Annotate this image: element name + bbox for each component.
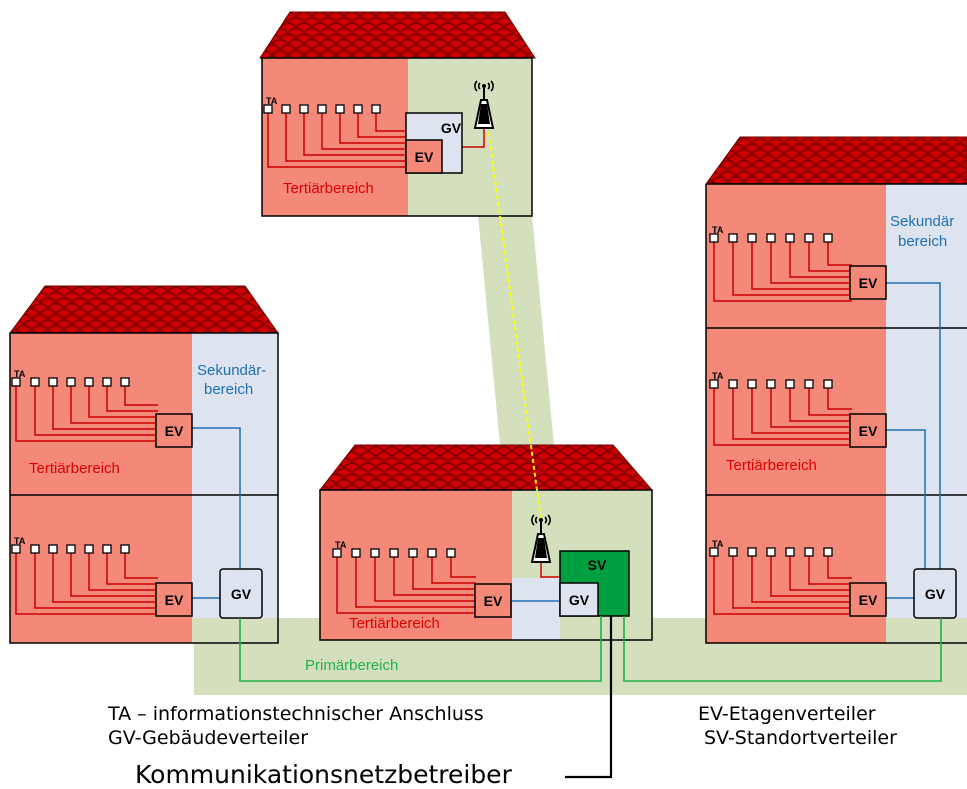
building-right [705, 136, 967, 644]
tertiary-area-label: Tertiärbereich [726, 457, 817, 474]
gv-box [559, 582, 599, 617]
ev-label: EV [859, 423, 878, 439]
building-middle [318, 444, 654, 641]
ta-label: TA [14, 369, 26, 379]
secondary-area-label: bereich [898, 233, 947, 250]
ev-label: EV [859, 592, 878, 608]
tertiary-area-label: Tertiärbereich [349, 615, 440, 632]
gv-label: GV [441, 120, 462, 136]
gv-box [219, 568, 263, 619]
ta-sockets [267, 111, 485, 168]
ev-label: EV [859, 275, 878, 291]
building-top [259, 11, 536, 217]
ta-label: TA [712, 225, 724, 235]
roof [259, 11, 536, 59]
legend-ta: TA – informationstechnischer Anschluss [108, 703, 484, 725]
legend-sv: SV-Standortverteiler [704, 727, 897, 749]
ta-label: TA [712, 539, 724, 549]
ev-label: EV [165, 592, 184, 608]
ev-box [849, 582, 887, 617]
ev-box [849, 265, 887, 300]
ev-box [405, 139, 443, 174]
building-left [9, 285, 279, 644]
legend-provider: Kommunikationsnetzbetreiber [135, 760, 512, 789]
ta-label: TA [335, 540, 347, 550]
secondary-area-label: bereich [204, 381, 253, 398]
secondary-area-label: Sekundär- [197, 362, 266, 379]
roof [9, 285, 279, 334]
antenna-icon [530, 514, 552, 563]
ev-label: EV [415, 149, 434, 165]
ev-label: EV [484, 593, 503, 609]
gv-label: GV [231, 586, 252, 602]
gv-label: GV [569, 592, 590, 608]
ta-label: TA [266, 96, 278, 106]
tertiary-area-label: Tertiärbereich [283, 180, 374, 197]
ev-box [155, 413, 193, 448]
legend-ev: EV-Etagenverteiler [698, 703, 876, 725]
antenna-icon [473, 80, 495, 129]
ev-box [849, 413, 887, 448]
ta-label: TA [14, 536, 26, 546]
radio-link [485, 111, 542, 521]
sv-label: SV [588, 557, 607, 573]
ev-label: EV [165, 423, 184, 439]
legend-gv: GV-Gebäudeverteiler [108, 727, 309, 749]
gv-box [913, 568, 957, 619]
gv-label: GV [925, 586, 946, 602]
provider-cable [565, 616, 613, 779]
ta-label: TA [712, 371, 724, 381]
primary-area-label: Primärbereich [305, 657, 398, 674]
ev-box [155, 582, 193, 617]
roof [318, 444, 654, 491]
secondary-area-label: Sekundär [890, 213, 954, 230]
tertiary-area-label: Tertiärbereich [29, 460, 120, 477]
ev-box [474, 583, 512, 618]
primary-cabling [239, 616, 942, 682]
roof [705, 136, 967, 185]
